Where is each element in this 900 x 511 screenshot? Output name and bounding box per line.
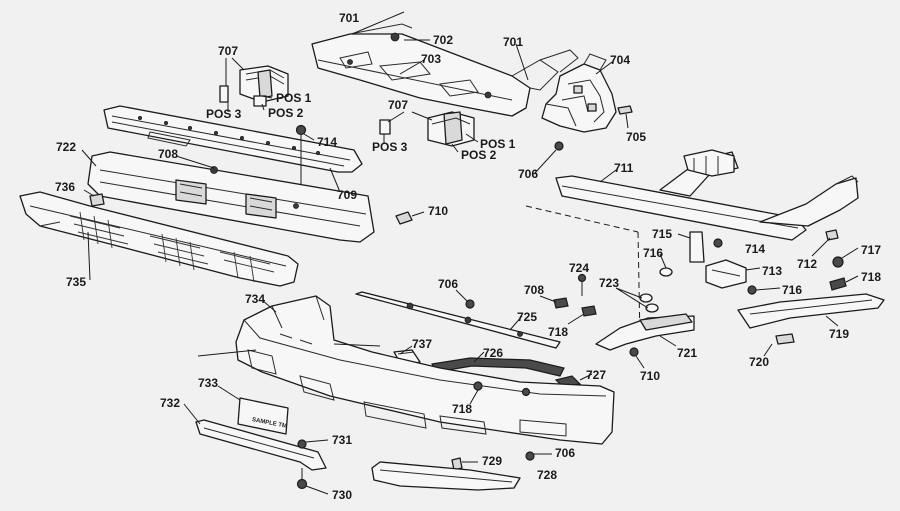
callout-label-c718a: 718 [861, 270, 882, 284]
callout-label-c707a: 707 [218, 44, 239, 58]
plate-bracket-732 [183, 403, 327, 471]
callout-label-c707pos2a: POS 2 [268, 106, 304, 120]
callout-label-c704: 704 [610, 53, 631, 67]
callout-label-c715: 715 [652, 227, 673, 241]
callout-label-c713: 713 [762, 264, 783, 278]
screw-730 [296, 468, 329, 495]
impact-bar-722 [87, 151, 375, 243]
callout-label-c706c: 706 [555, 446, 576, 460]
callout-label-c707pos3b: POS 3 [372, 140, 408, 154]
callout-label-c717: 717 [861, 243, 882, 257]
bracket-704 [541, 53, 617, 133]
fastener-710-upper [395, 211, 425, 225]
stud-724 [577, 273, 587, 296]
callout-label-c701b: 701 [503, 35, 524, 49]
callout-label-c720: 720 [749, 355, 770, 369]
callout-label-c714a: 714 [317, 135, 338, 149]
callout-label-c724: 724 [569, 261, 590, 275]
callout-label-c737: 737 [412, 337, 433, 351]
callout-label-c725: 725 [517, 310, 538, 324]
callout-label-c722: 722 [56, 140, 77, 154]
callout-label-c732: 732 [160, 396, 181, 410]
frame-rail-701 [311, 11, 579, 117]
bolt-712 [811, 229, 839, 257]
nut-706-upper [554, 141, 564, 151]
nut-714-lower [713, 238, 723, 248]
callout-label-c718c: 718 [452, 402, 473, 416]
bumper-fascia-734 [235, 295, 615, 445]
clip-736 [83, 189, 105, 207]
retainer-strip-725 [355, 291, 561, 349]
callout-label-c705: 705 [626, 130, 647, 144]
bolt-705 [617, 105, 633, 129]
retainer-718-middle [567, 305, 597, 325]
clip-729 [451, 457, 478, 471]
license-plate-733: SAMPLE TM [217, 385, 289, 435]
retainer-718-right [829, 275, 859, 291]
callout-label-c734: 734 [245, 292, 266, 306]
washer-723 [615, 287, 659, 313]
callout-label-c730: 730 [332, 488, 353, 502]
bolt-717 [832, 247, 859, 268]
callout-label-c703: 703 [421, 52, 442, 66]
callout-label-c736: 736 [55, 180, 76, 194]
callout-label-c719: 719 [829, 327, 850, 341]
callout-label-c712: 712 [797, 257, 818, 271]
callout-label-c707pos2b: POS 2 [461, 148, 497, 162]
callout-label-c733: 733 [198, 376, 219, 390]
crossmember-711 [555, 149, 859, 241]
shim-pack-707-right [379, 111, 475, 147]
retainer-708-middle [539, 295, 569, 309]
washer-716-upper [659, 253, 673, 277]
shim-pack-707-left [219, 57, 289, 107]
callout-label-c707pos1b: POS 1 [480, 137, 516, 151]
callout-label-c721: 721 [677, 346, 698, 360]
callout-label-c731: 731 [332, 433, 353, 447]
assembly-line-a [525, 205, 639, 233]
support-719 [737, 293, 885, 329]
fastener-710-lower [629, 347, 645, 369]
callout-label-c726: 726 [483, 346, 504, 360]
callout-label-c706b: 706 [438, 277, 459, 291]
bracket-713 [705, 259, 761, 289]
bracket-715 [677, 231, 705, 263]
callout-label-c708b: 708 [524, 283, 545, 297]
callout-label-c709: 709 [337, 188, 358, 202]
callout-label-c707b: 707 [388, 98, 409, 112]
washer-716-lower [747, 285, 781, 295]
reinforcement-709 [103, 105, 363, 173]
callout-label-c711: 711 [614, 161, 634, 175]
callout-label-c701a: 701 [339, 11, 360, 25]
callout-label-c707pos1a: POS 1 [276, 91, 312, 105]
lower-valance-728 [371, 461, 521, 491]
nut-706-lower [525, 451, 552, 461]
callout-label-c706a: 706 [518, 167, 539, 181]
callout-label-c708a: 708 [158, 147, 179, 161]
callout-label-c707pos3a: POS 3 [206, 107, 242, 121]
callout-label-c710b: 710 [640, 369, 661, 383]
callout-label-c716b: 716 [782, 283, 803, 297]
callout-label-c702: 702 [433, 33, 454, 47]
callout-label-c723: 723 [599, 276, 620, 290]
callout-label-c729: 729 [482, 454, 503, 468]
bolt-720 [763, 333, 795, 357]
callout-label-c727: 727 [586, 368, 607, 382]
callout-label-c714b: 714 [745, 242, 766, 256]
callout-label-c710a: 710 [428, 204, 449, 218]
callout-label-c728: 728 [537, 468, 558, 482]
energy-absorber-735 [19, 191, 299, 287]
nut-731 [297, 439, 329, 449]
callout-label-c716a: 716 [643, 246, 664, 260]
leader-lines [81, 39, 617, 363]
callout-label-c718b: 718 [548, 325, 569, 339]
bracket-721 [595, 313, 695, 351]
nut-706-middle [455, 289, 475, 309]
callout-label-c735: 735 [66, 275, 87, 289]
